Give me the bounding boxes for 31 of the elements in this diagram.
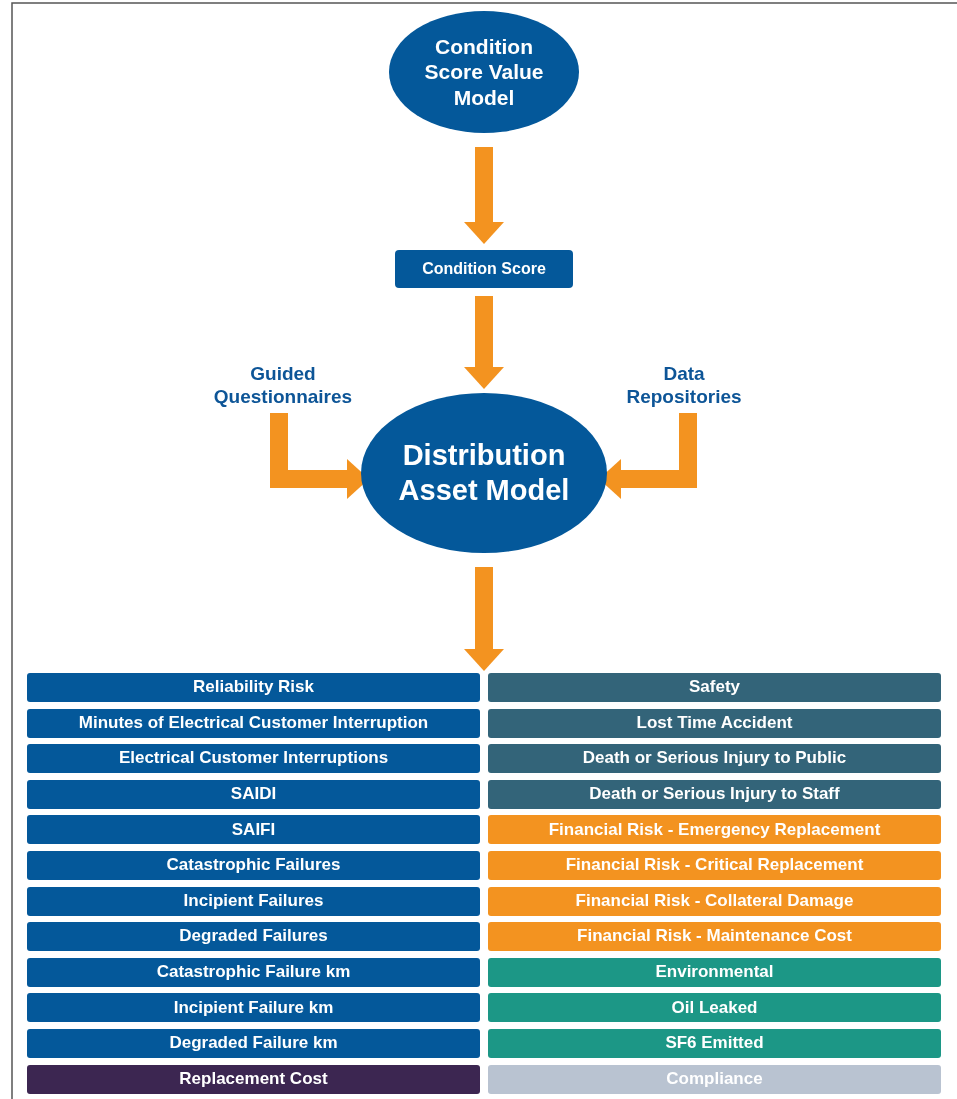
block-arrow (464, 147, 504, 244)
output-bar: SAIDI (27, 779, 480, 809)
output-bar: Environmental (488, 957, 941, 987)
output-bar: Catastrophic Failures (27, 851, 480, 880)
output-bar: Financial Risk - Emergency Replacement (488, 815, 941, 845)
output-bar: Degraded Failures (27, 922, 480, 952)
output-bar: Financial Risk - Critical Replacement (488, 851, 941, 880)
output-bar: Replacement Cost (27, 1064, 480, 1094)
output-bar: Electrical Customer Interruptions (27, 744, 480, 774)
output-bar: Lost Time Accident (488, 708, 941, 738)
output-bar: Financial Risk - Collateral Damage (488, 886, 941, 916)
output-bar: Oil Leaked (488, 993, 941, 1023)
output-bar: SAIFI (27, 815, 480, 845)
output-bar: Degraded Failure km (27, 1029, 480, 1058)
output-bar: Incipient Failures (27, 886, 480, 916)
ellipse-node: Condition Score Value Model (389, 11, 579, 133)
block-arrow (464, 567, 504, 671)
block-arrow (464, 296, 504, 389)
output-bar: Reliability Risk (27, 673, 480, 702)
output-bar: Minutes of Electrical Customer Interruption (27, 708, 480, 738)
output-bar: Catastrophic Failure km (27, 957, 480, 987)
source-label: Data Repositories (609, 361, 759, 411)
output-bar: Safety (488, 673, 941, 702)
process-box: Condition Score (395, 250, 573, 288)
ellipse-node: Distribution Asset Model (361, 393, 607, 553)
output-bar: Financial Risk - Maintenance Cost (488, 922, 941, 952)
output-bar: Death or Serious Injury to Public (488, 744, 941, 774)
output-bar: Incipient Failure km (27, 993, 480, 1023)
output-bar: Compliance (488, 1064, 941, 1094)
output-bar: Death or Serious Injury to Staff (488, 779, 941, 809)
output-bar: SF6 Emitted (488, 1029, 941, 1058)
